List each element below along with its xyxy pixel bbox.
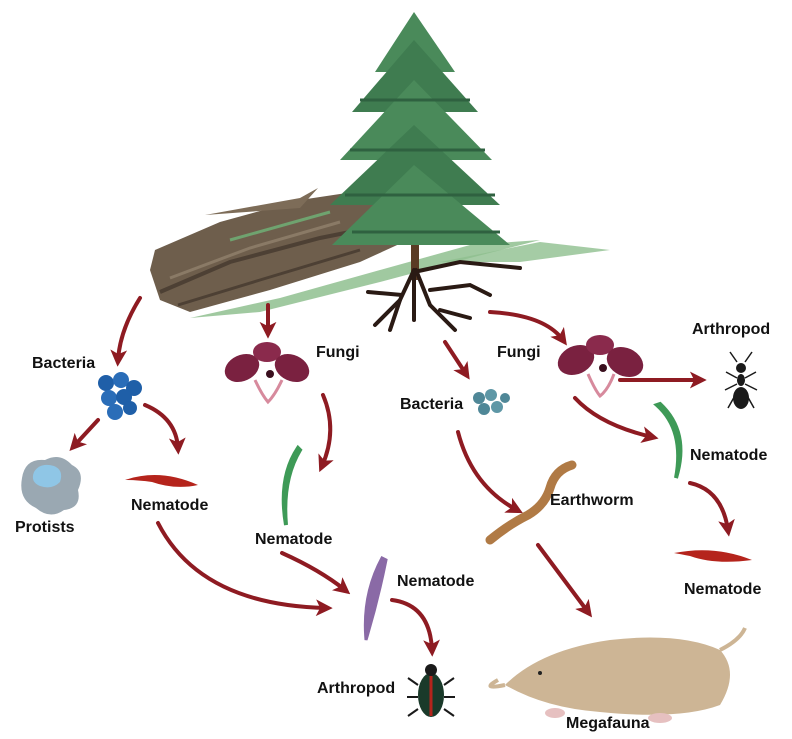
nematode-label: Nematode bbox=[397, 574, 474, 590]
bacteria-cluster-icon bbox=[473, 389, 510, 415]
nematode-icon bbox=[125, 475, 198, 487]
tree-icon bbox=[330, 12, 610, 280]
nematode-icon bbox=[284, 448, 300, 525]
beetle-icon bbox=[407, 664, 455, 717]
nematode-label: Nematode bbox=[684, 582, 761, 598]
arrow-bacteria-to-protists bbox=[74, 420, 98, 446]
nematode-icon bbox=[674, 550, 752, 562]
arthropod-label: Arthropod bbox=[317, 681, 395, 697]
arrow-fungi-to-nematode bbox=[322, 395, 330, 466]
arrow-bacteria-to-nematode bbox=[145, 405, 178, 448]
arrow-roots-to-bacteria bbox=[445, 342, 466, 374]
nematode-label: Nematode bbox=[131, 498, 208, 514]
arrow-green-nematode-to-purple bbox=[282, 553, 345, 590]
fungi-label: Fungi bbox=[316, 345, 360, 361]
fungi-label: Fungi bbox=[497, 345, 541, 361]
arrow-fungi-to-nematode-right bbox=[575, 398, 652, 437]
mole-icon bbox=[490, 628, 745, 723]
nematode-label: Nematode bbox=[255, 532, 332, 548]
ant-icon bbox=[725, 352, 757, 409]
megafauna-label: Megafauna bbox=[566, 716, 650, 732]
earthworm-label: Earthworm bbox=[550, 493, 634, 509]
arrow-log-to-bacteria bbox=[118, 298, 140, 360]
fungi-icon bbox=[553, 335, 648, 396]
protists-label: Protists bbox=[15, 520, 75, 536]
nematode-icon bbox=[657, 404, 680, 478]
arrow-roots-to-fungi bbox=[490, 312, 563, 340]
arthropod-label: Arthropod bbox=[692, 322, 770, 338]
log-icon bbox=[150, 188, 540, 318]
fungi-icon bbox=[220, 342, 314, 402]
arrow-nematode-green-to-red bbox=[690, 483, 728, 530]
arrow-purple-to-arthropod bbox=[392, 600, 432, 650]
nematode-label: Nematode bbox=[690, 448, 767, 464]
arrow-earthworm-to-megafauna bbox=[538, 545, 588, 612]
nematode-icon bbox=[365, 558, 386, 640]
protist-icon bbox=[21, 457, 81, 515]
bacteria-cluster-icon bbox=[98, 372, 142, 420]
bacteria-label: Bacteria bbox=[32, 356, 95, 372]
bacteria-label: Bacteria bbox=[400, 397, 463, 413]
arrow-bacteria-to-earthworm bbox=[458, 432, 517, 510]
